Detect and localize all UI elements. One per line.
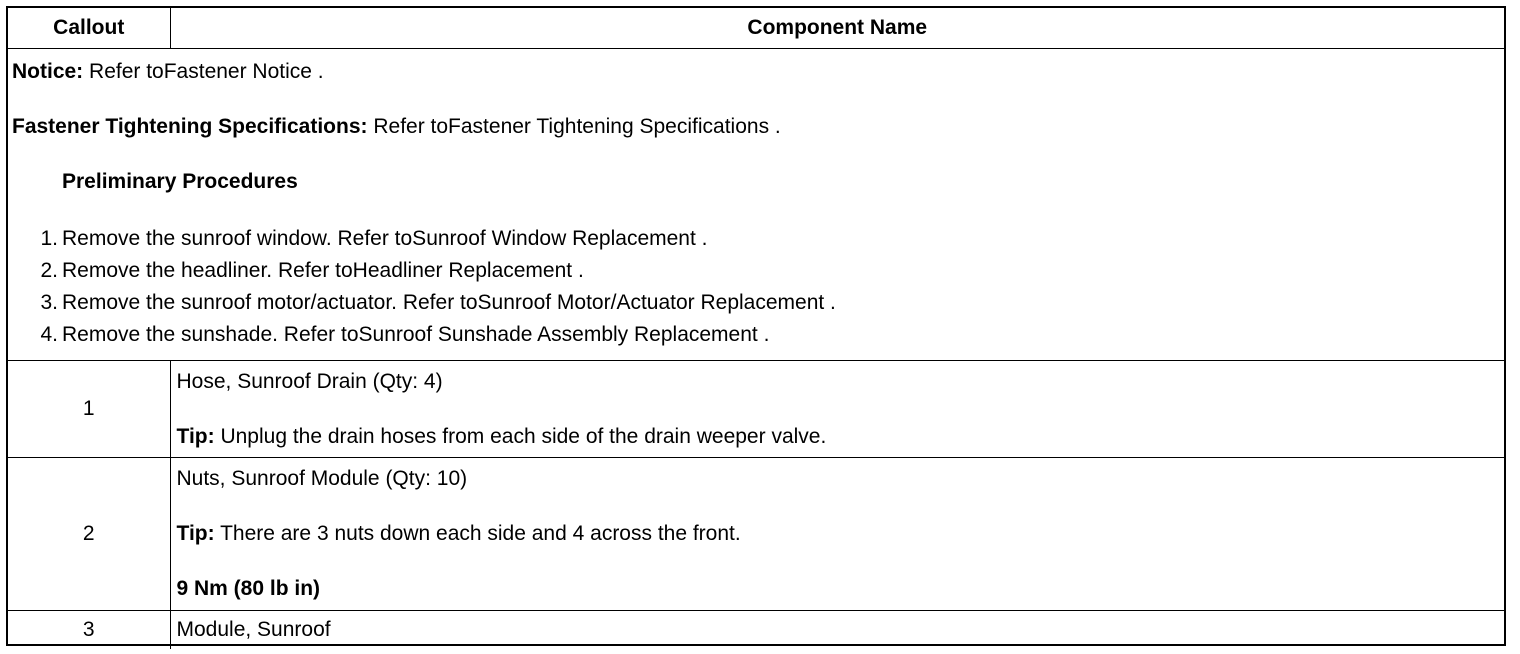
tip-paragraph: Tip: There are 3 nuts down each side and… xyxy=(177,521,1499,547)
step-number: 3. xyxy=(40,291,58,314)
intro-row: Notice: Refer toFastener Notice . Fasten… xyxy=(8,48,1504,361)
notice-paragraph: Notice: Refer toFastener Notice . xyxy=(12,59,1498,85)
fastener-spec-label: Fastener Tightening Specifications: xyxy=(12,115,368,138)
notice-text: Refer toFastener Notice . xyxy=(83,60,324,83)
step-number: 1. xyxy=(40,227,58,250)
fastener-spec-paragraph: Fastener Tightening Specifications: Refe… xyxy=(12,114,1498,140)
step-text: Remove the headliner. Refer toHeadliner … xyxy=(62,259,584,282)
table-row: 2 Nuts, Sunroof Module (Qty: 10) Tip: Th… xyxy=(8,457,1504,611)
tip-paragraph: Tip: Unplug the drain hoses from each si… xyxy=(177,424,1499,450)
tip-text: Unplug the drain hoses from each side of… xyxy=(214,425,827,448)
preliminary-steps-list: 1.Remove the sunroof window. Refer toSun… xyxy=(12,223,1498,351)
intro-cell: Notice: Refer toFastener Notice . Fasten… xyxy=(8,48,1504,361)
component-cell: Nuts, Sunroof Module (Qty: 10) Tip: Ther… xyxy=(169,457,1504,611)
component-name-column-header: Component Name xyxy=(169,8,1504,49)
preliminary-procedures-heading: Preliminary Procedures xyxy=(62,170,298,193)
notice-label: Notice: xyxy=(12,60,84,83)
component-name: Hose, Sunroof Drain (Qty: 4) xyxy=(176,370,443,393)
callout-number: 1 xyxy=(8,360,171,458)
component-table-frame: Callout Component Name Notice: Refer toF… xyxy=(6,6,1506,649)
table-row: 3 Module, Sunroof xyxy=(8,610,1504,649)
component-name: Nuts, Sunroof Module (Qty: 10) xyxy=(176,467,468,490)
callout-column-header: Callout xyxy=(8,8,171,49)
step-text: Remove the sunshade. Refer toSunroof Sun… xyxy=(62,323,770,346)
list-item: 2.Remove the headliner. Refer toHeadline… xyxy=(12,255,1498,287)
tip-label: Tip: xyxy=(176,425,215,448)
step-text: Remove the sunroof motor/actuator. Refer… xyxy=(62,291,836,314)
table-header-row: Callout Component Name xyxy=(8,8,1504,49)
list-item: 3.Remove the sunroof motor/actuator. Ref… xyxy=(12,287,1498,319)
list-item: 4.Remove the sunshade. Refer toSunroof S… xyxy=(12,319,1498,351)
torque-spec: 9 Nm (80 lb in) xyxy=(177,576,1499,602)
torque-value: 9 Nm (80 lb in) xyxy=(176,577,321,600)
step-number: 4. xyxy=(40,323,58,346)
component-table: Callout Component Name Notice: Refer toF… xyxy=(8,8,1504,649)
step-text: Remove the sunroof window. Refer toSunro… xyxy=(62,227,708,250)
component-cell: Hose, Sunroof Drain (Qty: 4) Tip: Unplug… xyxy=(169,360,1504,458)
callout-number: 2 xyxy=(8,457,171,611)
step-number: 2. xyxy=(40,259,58,282)
fastener-spec-text: Refer toFastener Tightening Specificatio… xyxy=(367,115,781,138)
tip-text: There are 3 nuts down each side and 4 ac… xyxy=(214,522,741,545)
tip-label: Tip: xyxy=(176,522,215,545)
list-item: 1.Remove the sunroof window. Refer toSun… xyxy=(12,223,1498,255)
component-name: Module, Sunroof xyxy=(169,610,1504,649)
callout-number: 3 xyxy=(8,610,171,649)
table-row: 1 Hose, Sunroof Drain (Qty: 4) Tip: Unpl… xyxy=(8,360,1504,458)
